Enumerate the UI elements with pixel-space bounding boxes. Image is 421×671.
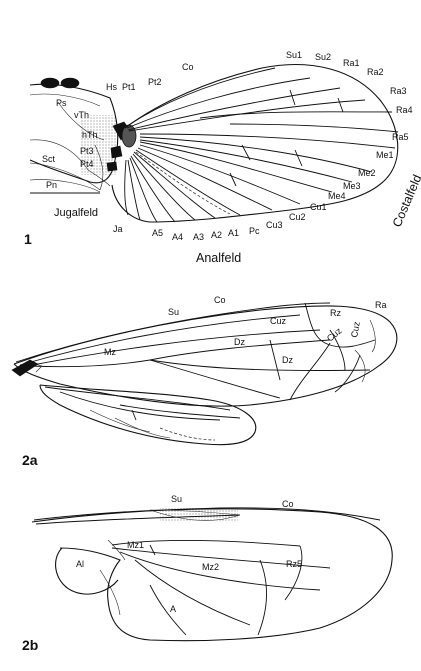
- label-pt3: Pt3: [80, 146, 94, 156]
- label-a-2b: A: [170, 604, 176, 614]
- label-vth: vTh: [74, 110, 89, 120]
- label-mz-2a: Mz: [104, 347, 116, 357]
- label-ra3: Ra3: [390, 86, 407, 96]
- label-mz2-2b: Mz2: [202, 562, 219, 572]
- label-pt2: Pt2: [148, 77, 162, 87]
- label-dz-2a-1: Dz: [234, 337, 245, 347]
- label-co-1: Co: [182, 62, 194, 72]
- label-pn: Pn: [46, 180, 57, 190]
- label-me4: Me4: [328, 191, 346, 201]
- label-costalfeld: Costalfeld: [390, 172, 421, 229]
- label-co-2a: Co: [214, 295, 226, 305]
- label-ja: Ja: [113, 224, 123, 234]
- label-hs: Hs: [106, 82, 117, 92]
- label-cuz-2a-1: Cuz: [270, 316, 287, 326]
- label-a4: A4: [172, 232, 183, 242]
- label-ps: Ps: [56, 98, 67, 108]
- label-a3: A3: [193, 232, 204, 242]
- label-cuz-2a-2: Cuz: [325, 325, 344, 343]
- label-a2: A2: [211, 230, 222, 240]
- label-cu1: Cu1: [310, 202, 327, 212]
- wing-2a-forewing: [11, 302, 398, 407]
- label-cu2: Cu2: [289, 212, 306, 222]
- label-su2: Su2: [315, 52, 331, 62]
- label-su-2a: Su: [168, 307, 179, 317]
- label-ra1: Ra1: [343, 58, 360, 68]
- figure-1-panel: Co Su1 Su2 Ra1 Ra2 Ra3 Ra4 Ra5 Me1 Me2 M…: [24, 50, 421, 265]
- label-mz1-2b: Mz1: [127, 540, 144, 550]
- label-pt4: Pt4: [80, 159, 94, 169]
- wing-1: [111, 64, 399, 223]
- figure-number-1: 1: [24, 231, 32, 247]
- label-ra4: Ra4: [396, 105, 413, 115]
- label-analfeld: Analfeld: [196, 251, 241, 265]
- label-co-2b: Co: [282, 499, 294, 509]
- thorax-bump-left: [40, 77, 60, 89]
- label-su1: Su1: [286, 50, 302, 60]
- figure-number-2a: 2a: [22, 452, 38, 468]
- label-jugalfeld: Jugalfeld: [54, 207, 98, 219]
- label-al-2b: Al: [76, 559, 84, 569]
- label-dz-2a-2: Dz: [282, 355, 293, 365]
- figure-2a-panel: Su Co Ra Rz Cuz Cuz Cuz Mz Dz Dz 2a: [11, 295, 398, 468]
- thorax-bump-right: [60, 77, 80, 89]
- label-pt1: Pt1: [122, 82, 136, 92]
- label-ra5: Ra5: [392, 132, 409, 142]
- label-cuz-2a-3: Cuz: [349, 320, 362, 338]
- thorax-drawing: [29, 77, 137, 194]
- label-sct: Sct: [42, 154, 56, 164]
- wing-2b: [31, 507, 393, 642]
- label-cu3: Cu3: [266, 220, 283, 230]
- label-su-2b: Su: [171, 494, 182, 504]
- label-a1: A1: [228, 228, 239, 238]
- label-me3: Me3: [343, 181, 361, 191]
- label-me2: Me2: [358, 168, 376, 178]
- label-hth: hTh: [82, 130, 98, 140]
- label-ra-2a: Ra: [375, 300, 387, 310]
- label-ra2: Ra2: [367, 67, 384, 77]
- figure-2b-panel: Su Co Al Mz1 Mz2 Rz5 A 2b: [22, 494, 393, 653]
- figure-number-2b: 2b: [22, 637, 38, 653]
- label-a5: A5: [152, 228, 163, 238]
- label-pc: Pc: [249, 226, 260, 236]
- wing-2a-hindwing: [39, 384, 257, 446]
- label-rz5-2b: Rz5: [286, 559, 302, 569]
- label-me1: Me1: [376, 150, 394, 160]
- label-rz-2a: Rz: [330, 308, 341, 318]
